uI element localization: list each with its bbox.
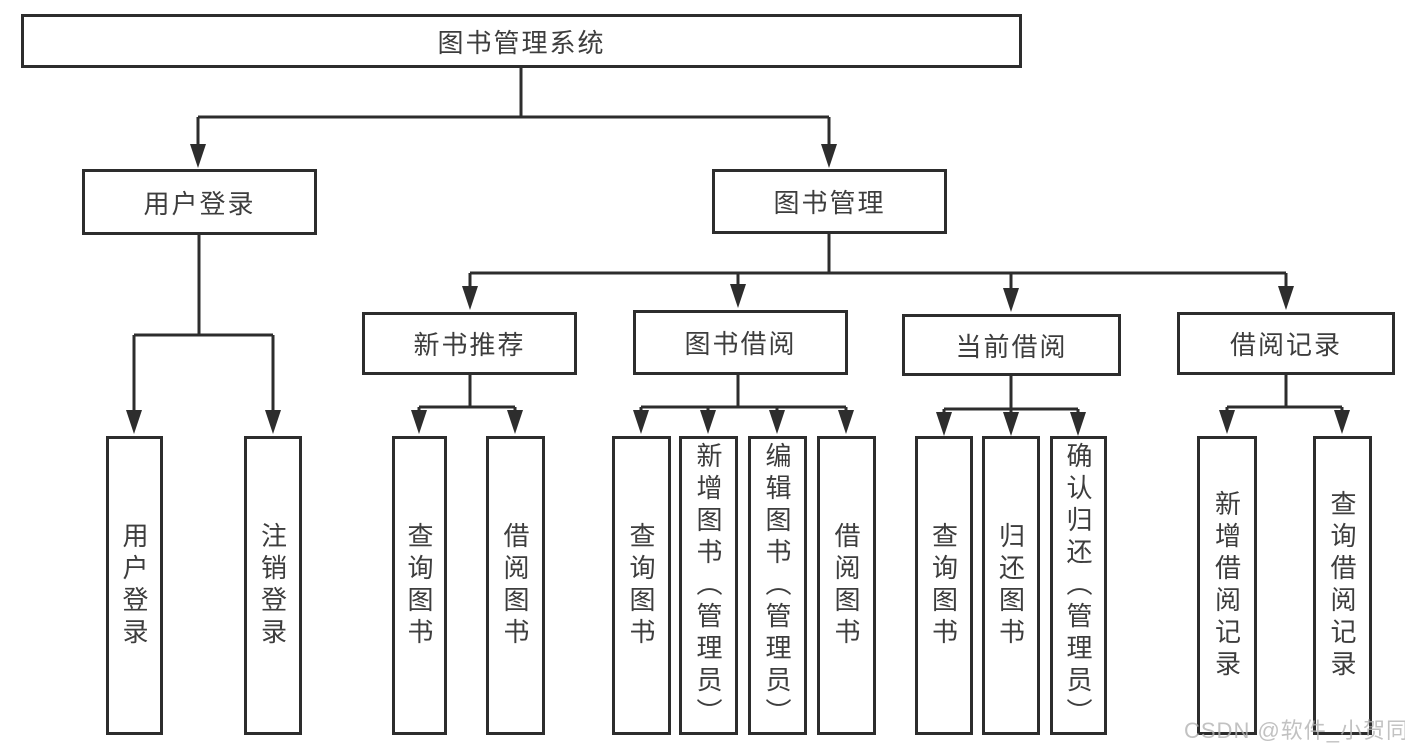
leaf-logout-login: 注销登录 [244,436,302,735]
leaf-query-books-recommend: 查询图书 [392,436,447,735]
leaf-return-books: 归还图书 [982,436,1040,735]
connector-borrowing-records [1219,375,1350,434]
leaf-user-login: 用户登录 [106,436,163,735]
node-user-login: 用户登录 [82,169,317,235]
connector-new-book-recommendation [411,375,523,434]
connector-book-management [462,234,1294,312]
leaf-add-borrow-record: 新增借阅记录 [1197,436,1257,735]
connector-book-borrowing [633,375,854,434]
node-book-management: 图书管理 [712,169,947,234]
leaf-confirm-return-admin: 确认归还（管理员） [1050,436,1107,735]
leaf-query-borrow-record: 查询借阅记录 [1313,436,1372,735]
node-book-borrowing: 图书借阅 [633,310,848,375]
leaf-query-books-borrowing: 查询图书 [612,436,671,735]
connector-current-borrowing [936,376,1086,436]
node-borrowing-records: 借阅记录 [1177,312,1395,375]
leaf-add-books-admin: 新增图书（管理员） [679,436,738,735]
node-new-book-recommendation: 新书推荐 [362,312,577,375]
connector-user-login [126,235,281,434]
node-library-system: 图书管理系统 [21,14,1022,68]
leaf-query-books-current: 查询图书 [915,436,973,735]
leaf-borrow-books-recommend: 借阅图书 [486,436,545,735]
leaf-borrow-books-borrowing: 借阅图书 [817,436,876,735]
connector-root [190,68,837,168]
csdn-watermark: CSDN @软件_小贺同学 [1184,718,1405,743]
node-current-borrowing: 当前借阅 [902,314,1121,376]
leaf-edit-books-admin: 编辑图书（管理员） [748,436,807,735]
